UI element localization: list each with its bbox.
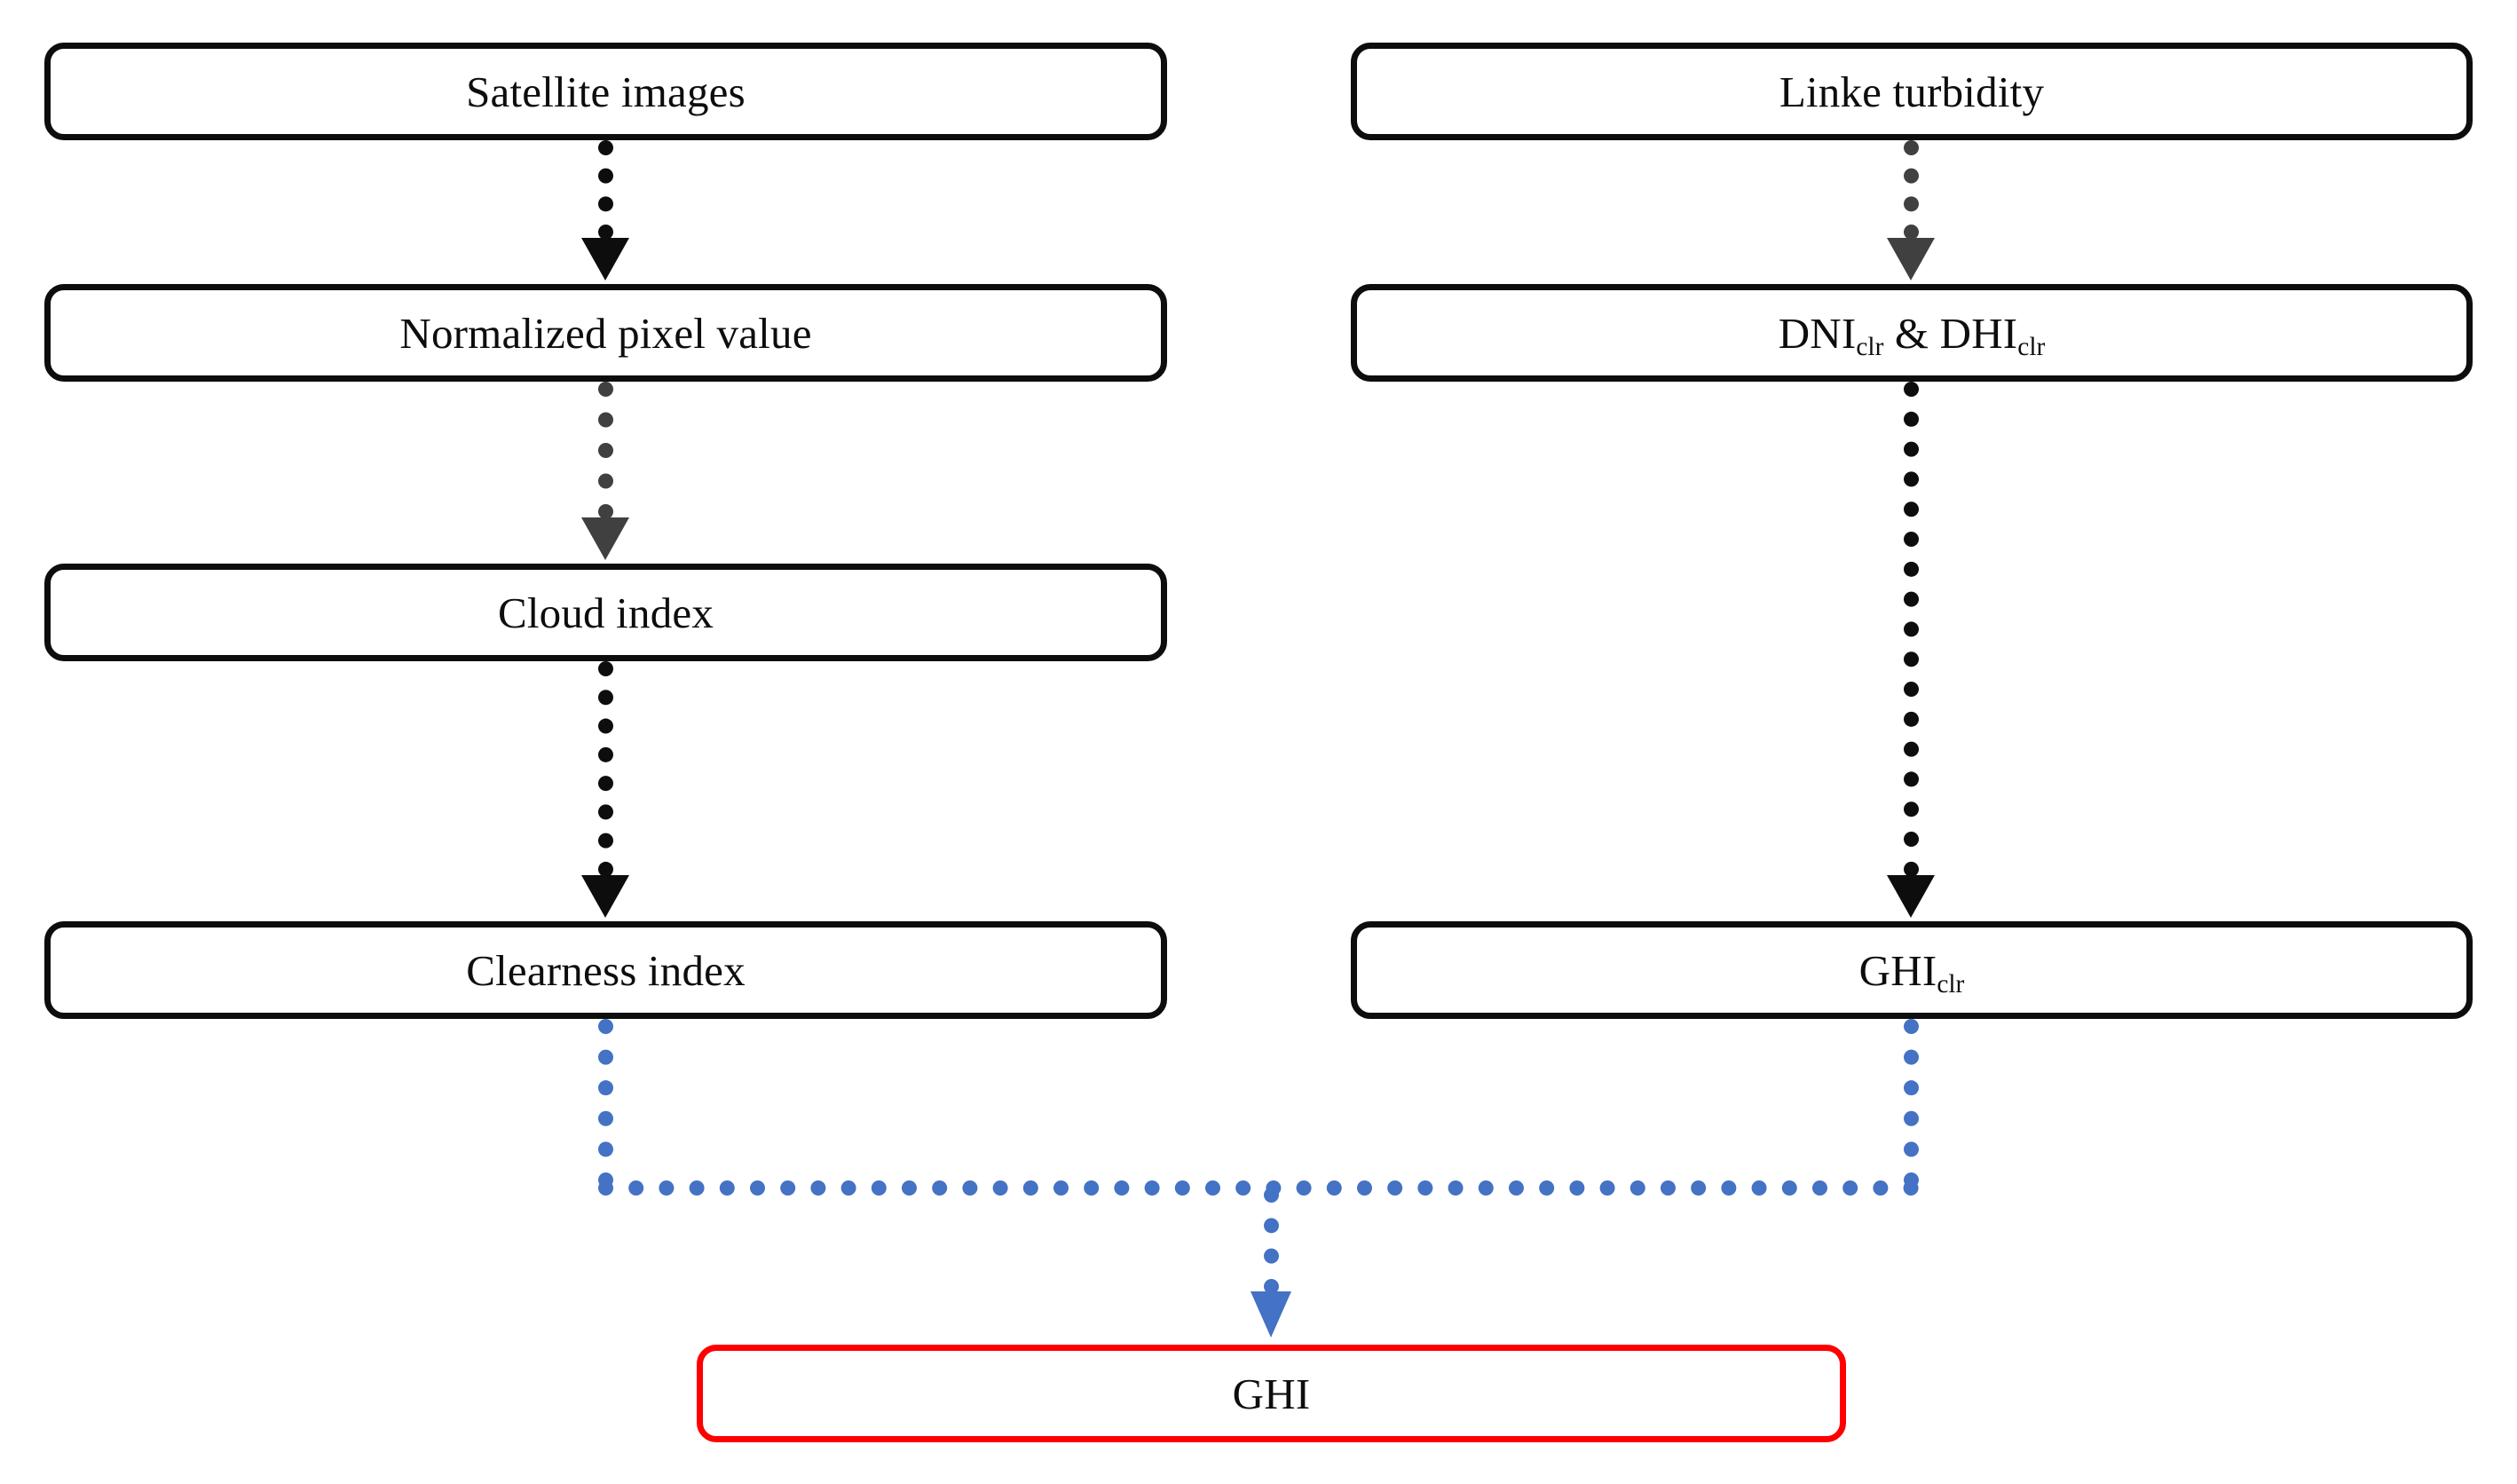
edge-linke-to-dnidhi-arrowhead	[1887, 238, 1935, 280]
node-label-normalized-pixel-value: Normalized pixel value	[399, 308, 812, 358]
node-dni-dhi-clr[interactable]: DNIclr & DHIclr	[1351, 284, 2473, 382]
node-ghi-clr[interactable]: GHIclr	[1351, 921, 2473, 1019]
edge-dnidhi-to-ghiclr-line	[1904, 382, 1919, 877]
edge-satellite-to-normalized-line	[598, 140, 613, 240]
node-label-linke-turbidity: Linke turbidity	[1779, 67, 2045, 116]
node-label-dni-dhi-clr: DNIclr & DHIclr	[1778, 308, 2046, 360]
dni-main-text: DNI	[1778, 308, 1857, 358]
node-ghi-output[interactable]: GHI	[697, 1345, 1846, 1442]
dhi-sub-text: clr	[2017, 332, 2046, 361]
node-label-clearness-index: Clearness index	[466, 945, 746, 995]
dni-sub-text: clr	[1856, 332, 1884, 361]
edge-clearness-to-bus-line	[598, 1019, 613, 1188]
edge-bus-to-ghi-arrowhead	[1251, 1291, 1291, 1338]
edge-normalized-to-cloud-line	[598, 382, 613, 519]
node-normalized-pixel-value[interactable]: Normalized pixel value	[44, 284, 1167, 382]
node-label-satellite-images: Satellite images	[466, 67, 746, 116]
node-cloud-index[interactable]: Cloud index	[44, 564, 1167, 661]
edge-linke-to-dnidhi-line	[1904, 140, 1919, 240]
ghi-clr-main-text: GHI	[1858, 945, 1937, 995]
amp-dhi-main-text: & DHI	[1883, 308, 2018, 358]
edge-dnidhi-to-ghiclr-arrowhead	[1887, 875, 1935, 918]
edge-cloud-to-clearness-arrowhead	[581, 875, 629, 918]
edge-ghiclr-to-bus-line	[1904, 1019, 1919, 1188]
node-clearness-index[interactable]: Clearness index	[44, 921, 1167, 1019]
node-satellite-images[interactable]: Satellite images	[44, 43, 1167, 140]
node-label-ghi-clr: GHIclr	[1858, 945, 1965, 998]
node-label-cloud-index: Cloud index	[497, 588, 714, 637]
edge-satellite-to-normalized-arrowhead	[581, 238, 629, 280]
node-linke-turbidity[interactable]: Linke turbidity	[1351, 43, 2473, 140]
edge-merge-bus-horizontal	[598, 1180, 1919, 1196]
edge-bus-to-ghi-line	[1264, 1188, 1279, 1294]
edge-cloud-to-clearness-line	[598, 661, 613, 877]
edge-normalized-to-cloud-arrowhead	[581, 517, 629, 560]
node-label-ghi-output: GHI	[1232, 1369, 1311, 1418]
ghi-clr-sub-text: clr	[1937, 969, 1965, 999]
